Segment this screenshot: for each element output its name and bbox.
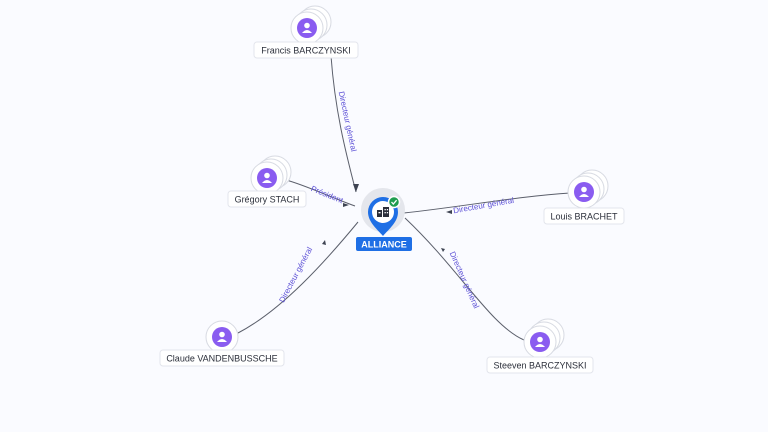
person-icon — [217, 331, 227, 342]
person-icon — [262, 172, 272, 183]
person-name: Steeven BARCZYNSKI — [493, 361, 586, 371]
relation-label-steeven: Directeur général — [448, 250, 481, 310]
person-name: Francis BARCZYNSKI — [261, 46, 351, 56]
relation-label-louis: Directeur général — [453, 196, 515, 216]
relation-label-gregory: Président — [310, 184, 345, 205]
person-node-francis[interactable]: Francis BARCZYNSKI — [253, 5, 359, 59]
check-badge-icon — [387, 195, 401, 209]
edges — [237, 55, 571, 341]
person-node-gregory[interactable]: Grégory STACH — [227, 155, 307, 208]
person-node-claude[interactable]: Claude VANDENBUSSCHE — [159, 320, 285, 367]
company-node[interactable]: ALLIANCE — [356, 188, 412, 251]
person-icon — [302, 22, 312, 33]
edge-claude-arrow — [322, 240, 326, 245]
edge-steeven-arrow — [441, 248, 445, 252]
company-name: ALLIANCE — [361, 240, 407, 250]
person-node-steeven[interactable]: Steeven BARCZYNSKI — [486, 318, 594, 374]
edge-steeven — [404, 217, 525, 341]
building-icon — [377, 207, 389, 217]
person-name: Grégory STACH — [235, 195, 300, 205]
person-icon — [579, 186, 589, 197]
edge-gregory — [285, 179, 356, 207]
edge-gregory-arrow — [343, 203, 349, 207]
person-icon — [535, 336, 545, 347]
edge-francis-arrow — [353, 184, 359, 192]
person-node-louis[interactable]: Louis BRACHET — [543, 169, 625, 225]
person-name: Claude VANDENBUSSCHE — [166, 354, 277, 364]
relation-label-claude: Directeur général — [277, 245, 314, 304]
edge-francis — [330, 55, 357, 193]
person-name: Louis BRACHET — [550, 212, 618, 222]
edge-louis — [403, 192, 571, 214]
edge-claude — [237, 221, 359, 334]
edge-louis-arrow — [446, 210, 452, 214]
